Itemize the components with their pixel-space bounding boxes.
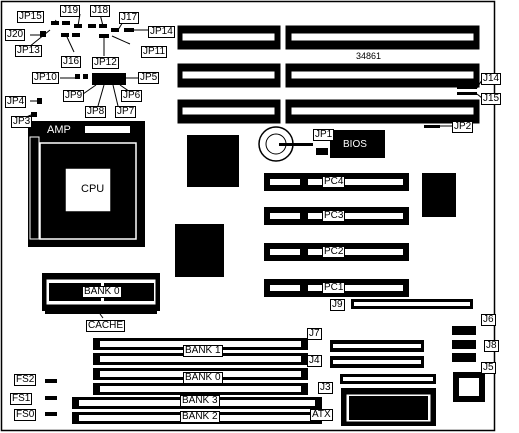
label-j19: J19 <box>60 5 81 17</box>
label-jp15: JP15 <box>17 11 44 23</box>
label-j9: J9 <box>330 299 345 311</box>
label-pc3: PC3 <box>322 210 346 222</box>
ide-headers <box>330 340 436 384</box>
label-atx: ATX <box>310 409 333 421</box>
board-number: 34861 <box>356 51 382 61</box>
label-bank-0: BANK 0 <box>183 372 223 384</box>
label-j4: J4 <box>307 355 322 367</box>
isa-slots <box>177 25 480 124</box>
label-j8: J8 <box>484 340 499 352</box>
label-j6: J6 <box>481 314 496 326</box>
chips <box>175 130 456 277</box>
cpu-socket <box>28 121 145 247</box>
label-jp13: JP13 <box>15 45 42 57</box>
label-jp4: JP4 <box>5 96 27 108</box>
label-jp12: JP12 <box>92 57 119 69</box>
label-jp3: JP3 <box>11 116 33 128</box>
atx-power <box>341 388 436 426</box>
label-pc2: PC2 <box>322 246 346 258</box>
label-fs2: FS2 <box>14 374 37 386</box>
label-jp11: JP11 <box>141 46 168 58</box>
label-cpu: CPU <box>81 183 105 195</box>
label-pc1: PC1 <box>322 282 346 294</box>
label-jp5: JP5 <box>138 72 160 84</box>
label-jp7: JP7 <box>115 106 137 118</box>
label-jp2: JP2 <box>452 121 474 133</box>
label-j20: J20 <box>5 29 26 41</box>
label-fs1: FS1 <box>10 393 33 405</box>
label-j17: J17 <box>119 12 140 24</box>
label-jp14: JP14 <box>148 26 175 38</box>
label-jp9: JP9 <box>63 90 85 102</box>
label-jp8: JP8 <box>85 106 107 118</box>
label-j14: J14 <box>481 73 502 85</box>
label-amp: AMP <box>45 124 73 136</box>
label-pc4: PC4 <box>322 176 346 188</box>
label-jp10: JP10 <box>32 72 59 84</box>
label-jp6: JP6 <box>121 90 143 102</box>
label-bios: BIOS <box>343 139 367 150</box>
label-bank-2: BANK 2 <box>180 411 220 423</box>
label-j18: J18 <box>90 5 111 17</box>
label-j16: J16 <box>61 56 82 68</box>
label-cache: CACHE <box>86 320 126 332</box>
rear-connectors <box>452 326 485 402</box>
label-j15: J15 <box>481 93 502 105</box>
label-j3: J3 <box>318 382 333 394</box>
label-j5: J5 <box>481 362 496 374</box>
label-cache-bank: BANK 0 <box>82 286 122 298</box>
label-bank-3: BANK 3 <box>180 395 220 407</box>
label-fs0: FS0 <box>14 409 37 421</box>
fs-jumpers <box>45 379 57 416</box>
top-jumpers <box>31 21 477 128</box>
label-jp1: JP1 <box>313 129 335 141</box>
label-j7: J7 <box>307 328 322 340</box>
label-bank-1: BANK 1 <box>183 345 223 357</box>
battery <box>258 126 328 162</box>
